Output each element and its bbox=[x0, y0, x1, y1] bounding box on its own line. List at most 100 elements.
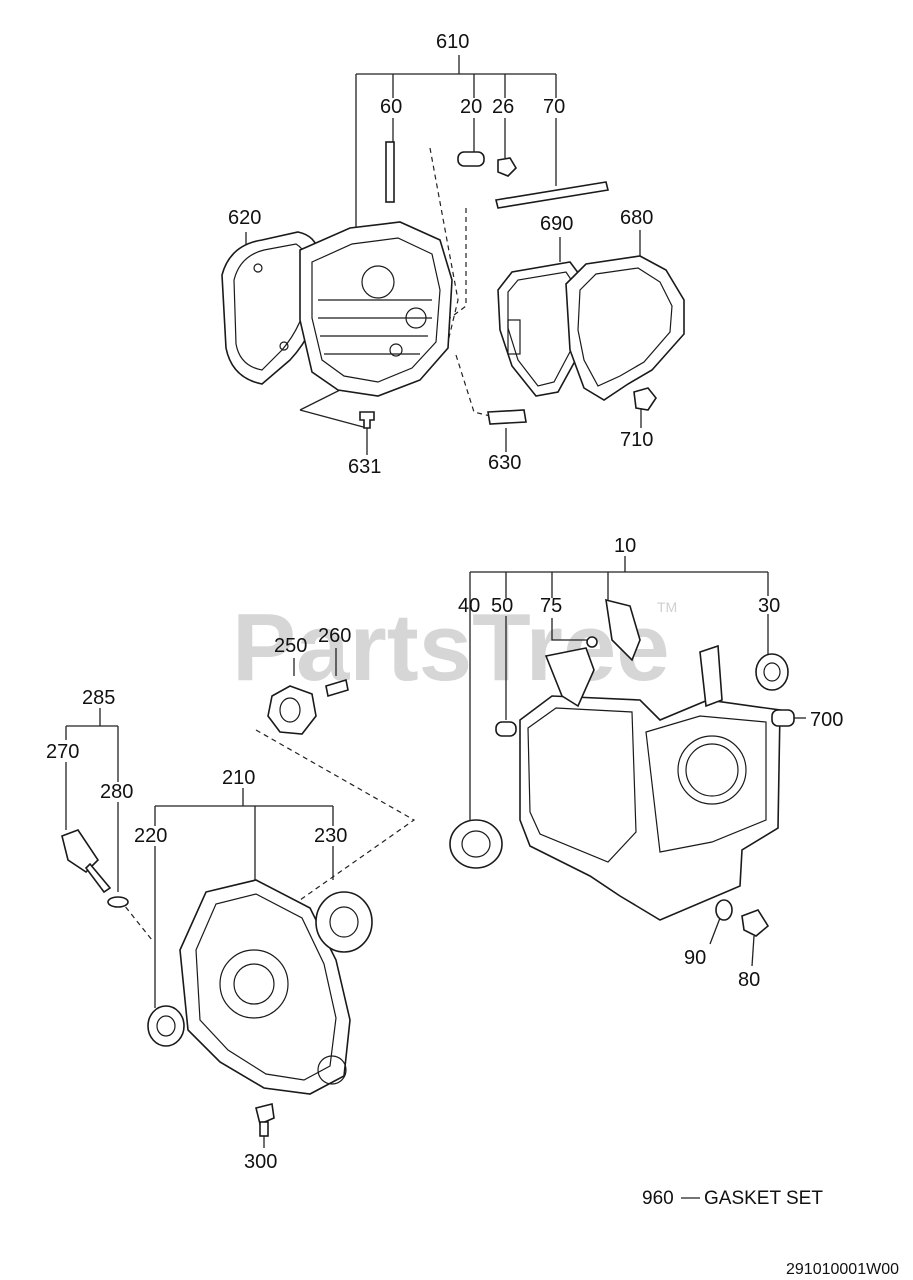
callout-60: 60 bbox=[380, 96, 402, 118]
governor-gear-250-hub bbox=[279, 697, 301, 723]
callout-50: 50 bbox=[491, 595, 513, 617]
dowel-pin-50 bbox=[495, 721, 517, 737]
oil-sensor-270 bbox=[61, 829, 100, 874]
callout-285: 285 bbox=[82, 687, 115, 709]
leader-80 bbox=[751, 935, 755, 967]
valve-cover-680 bbox=[565, 255, 685, 401]
dowel-pin-700 bbox=[771, 709, 795, 727]
crankcase-cover-210-port bbox=[317, 1055, 347, 1085]
callout-230: 230 bbox=[314, 825, 347, 847]
oil-seal-40 bbox=[449, 819, 503, 869]
callout-270: 270 bbox=[46, 741, 79, 763]
diagram-code: 291010001W00 bbox=[786, 1261, 899, 1278]
callout-610: 610 bbox=[436, 31, 469, 53]
dowel-pin-20 bbox=[457, 151, 485, 167]
gasket-620-hole bbox=[253, 263, 263, 273]
callout-620: 620 bbox=[228, 207, 261, 229]
callout-90: 90 bbox=[684, 947, 706, 969]
oil-seal-220 bbox=[147, 1005, 185, 1047]
cylinder-head-fins-lines bbox=[318, 299, 432, 355]
callout-80: 80 bbox=[738, 969, 760, 991]
leader-75 bbox=[551, 618, 588, 641]
cylinder-head-bolt-hole bbox=[389, 343, 403, 357]
bolt-631 bbox=[359, 411, 375, 429]
oil-seal-30 bbox=[755, 653, 789, 691]
dashed-guides-head bbox=[429, 147, 491, 417]
crankcase-cover-210-rim bbox=[195, 893, 337, 1081]
leader-610 bbox=[355, 55, 557, 232]
valve-cover-680-inner bbox=[577, 267, 673, 387]
crankcase-10 bbox=[519, 695, 781, 921]
callout-20: 20 bbox=[460, 96, 482, 118]
crankcase-cover-210 bbox=[179, 879, 351, 1095]
gasket-set-label: GASKET SET bbox=[704, 1188, 823, 1209]
callout-260: 260 bbox=[318, 625, 351, 647]
dashed-guides-cover bbox=[119, 729, 416, 941]
bearing-230-inner bbox=[329, 906, 359, 938]
oil-seal-30-inner bbox=[763, 662, 781, 682]
cylinder-head-port bbox=[405, 307, 427, 329]
callout-220: 220 bbox=[134, 825, 167, 847]
washer-90 bbox=[715, 899, 733, 921]
crankcase-10-mount bbox=[544, 647, 595, 708]
pin-260 bbox=[325, 678, 349, 698]
crankcase-10-cylinder-face bbox=[645, 715, 767, 853]
gasket-set-number: 960 bbox=[642, 1188, 674, 1209]
bolt-630 bbox=[487, 409, 527, 425]
callout-70: 70 bbox=[543, 96, 565, 118]
governor-gear-250 bbox=[267, 685, 317, 735]
crankcase-group: 10 40 50 75 30 700 90 80 bbox=[449, 535, 843, 991]
crankcase-10-bore-inner bbox=[685, 743, 739, 797]
cylinder-head-port bbox=[361, 265, 395, 299]
drain-plug-80 bbox=[741, 909, 770, 937]
oil-sensor-270-stem bbox=[84, 862, 112, 894]
oil-seal-220-inner bbox=[156, 1015, 176, 1037]
bolt-710 bbox=[633, 387, 657, 411]
callout-680: 680 bbox=[620, 207, 653, 229]
cylinder-head-610 bbox=[299, 221, 453, 397]
callout-210: 210 bbox=[222, 767, 255, 789]
callout-700: 700 bbox=[810, 709, 843, 731]
callout-40: 40 bbox=[458, 595, 480, 617]
crankcase-cover-group: 285 270 280 210 220 230 250 260 300 bbox=[46, 625, 416, 1173]
callout-30: 30 bbox=[758, 595, 780, 617]
crankcase-10-bore bbox=[677, 735, 747, 805]
callout-10: 10 bbox=[614, 535, 636, 557]
watermark: PartsTree TM bbox=[232, 594, 677, 701]
gasket-690 bbox=[497, 261, 583, 397]
stud-60 bbox=[385, 141, 395, 203]
leader-631 bbox=[299, 389, 368, 455]
callout-280: 280 bbox=[100, 781, 133, 803]
gasket-620-hole bbox=[279, 341, 289, 351]
leader-90 bbox=[709, 917, 721, 945]
bearing-230 bbox=[315, 891, 373, 953]
cylinder-head-group: 610 60 20 26 70 620 690 680 631 630 710 bbox=[221, 31, 685, 478]
rod-70 bbox=[495, 181, 609, 209]
callout-631: 631 bbox=[348, 456, 381, 478]
crankcase-10-rib bbox=[699, 644, 723, 708]
crankcase-cover-210-bore bbox=[233, 963, 275, 1005]
watermark-tm: TM bbox=[657, 599, 677, 615]
callout-300: 300 bbox=[244, 1151, 277, 1173]
crankcase-10-bracket bbox=[605, 598, 641, 662]
gasket-690-tab bbox=[507, 319, 521, 355]
part-75 bbox=[586, 636, 598, 648]
leader-210 bbox=[154, 788, 334, 900]
bolt-300 bbox=[255, 1103, 275, 1126]
callout-75: 75 bbox=[540, 595, 562, 617]
watermark-text: PartsTree bbox=[232, 594, 670, 701]
crankcase-10-cavity bbox=[527, 707, 637, 863]
oil-seal-40-inner bbox=[461, 830, 491, 858]
callout-630: 630 bbox=[488, 452, 521, 474]
callout-690: 690 bbox=[540, 213, 573, 235]
bolt-300-shank bbox=[259, 1121, 269, 1137]
leader-10 bbox=[469, 556, 769, 820]
cylinder-head-fins bbox=[311, 237, 441, 383]
callout-250: 250 bbox=[274, 635, 307, 657]
callout-710: 710 bbox=[620, 429, 653, 451]
gasket-set-note: 960 GASKET SET bbox=[642, 1188, 823, 1209]
callout-26: 26 bbox=[492, 96, 514, 118]
leader-285 bbox=[65, 708, 119, 782]
crankcase-cover-210-boss bbox=[219, 949, 289, 1019]
